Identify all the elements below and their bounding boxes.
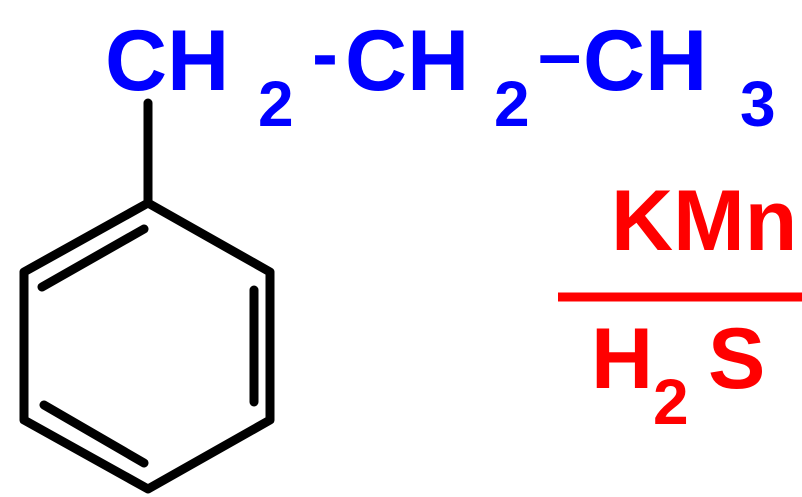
reaction-conditions: KMn H 2 S xyxy=(558,173,802,438)
reagent-below-subscript: 2 xyxy=(653,366,689,438)
chain-group-2-main: CH xyxy=(345,13,469,109)
chain-group-2-subscript: 2 xyxy=(494,68,530,140)
reagent-below-rest: S xyxy=(708,311,765,407)
chain-group-3-main: CH xyxy=(583,13,707,109)
propyl-chain: CH 2 - CH 2 – CH 3 xyxy=(105,9,776,140)
benzene-hexagon xyxy=(19,198,275,494)
benzene-double-bond-top xyxy=(37,224,149,292)
chain-bond-dash-1: - xyxy=(312,9,338,97)
reagent-below-main: H xyxy=(591,311,653,407)
chain-group-3-subscript: 3 xyxy=(740,68,776,140)
reagent-above-arrow: KMn xyxy=(611,173,797,269)
benzene-double-bond-bottom xyxy=(39,400,149,468)
benzene-ring xyxy=(19,198,275,494)
chain-group-1-subscript: 2 xyxy=(258,68,294,140)
chain-group-1-main: CH xyxy=(105,13,229,109)
chain-bond-dash-2: – xyxy=(538,9,581,97)
